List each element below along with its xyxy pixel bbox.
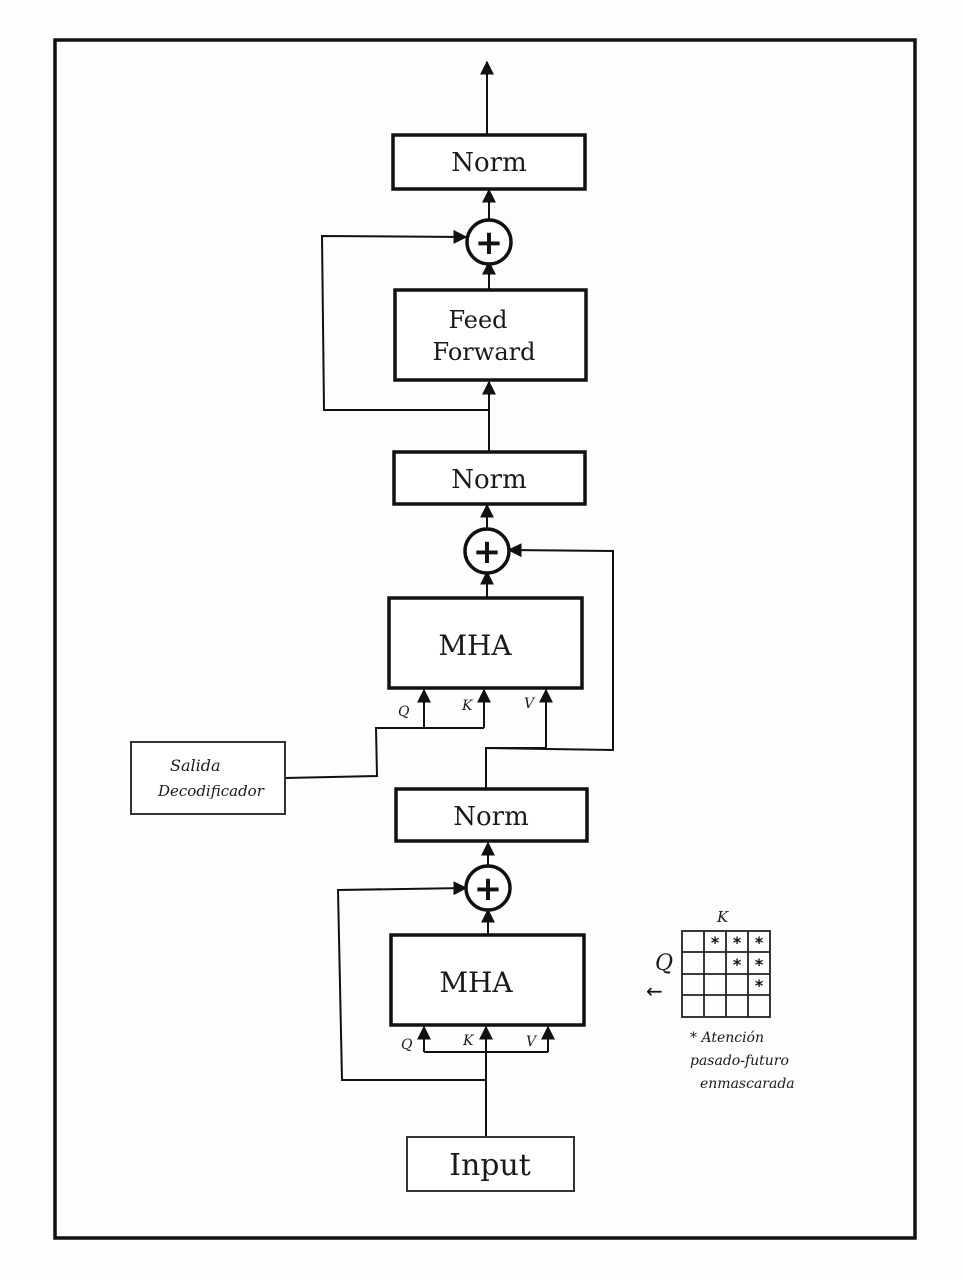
self-v-label: V xyxy=(526,1034,538,1050)
decoder-output-line xyxy=(284,727,484,779)
v-input-arrow xyxy=(486,688,553,749)
input-block: Input xyxy=(406,1136,575,1192)
mask-note-line1: * Atención xyxy=(690,1030,764,1046)
ff-residual-arrow xyxy=(320,229,489,411)
norm-top-block: Norm xyxy=(391,133,587,191)
mask-star: * xyxy=(755,933,764,952)
cross-mha-block: MHA xyxy=(387,596,584,690)
self-residual-arrow xyxy=(336,881,486,1081)
norm-top-label: Norm xyxy=(451,148,527,178)
cross-residual-arrow xyxy=(485,543,614,788)
norm-low-block: Norm xyxy=(394,787,589,843)
cross-v-label: V xyxy=(524,696,536,712)
mask-k-label: K xyxy=(716,908,729,926)
self-mha-block: MHA xyxy=(389,933,586,1027)
self-mha-label: MHA xyxy=(439,966,513,999)
mask-star: * xyxy=(733,955,742,974)
adder-self: + xyxy=(464,864,512,912)
adder-self-plus: + xyxy=(474,869,503,909)
cross-ports: Q K V xyxy=(398,696,536,720)
self-ports: Q K V xyxy=(401,1033,538,1053)
norm-mid-label: Norm xyxy=(451,465,527,495)
adder-cross: + xyxy=(463,527,511,575)
self-q-label: Q xyxy=(401,1037,413,1053)
self-k-label: K xyxy=(462,1033,475,1049)
cross-q-label: Q xyxy=(398,704,410,720)
feed-forward-block: Feed Forward xyxy=(393,288,588,382)
norm-low-label: Norm xyxy=(453,802,529,832)
mask-grid xyxy=(681,930,771,1018)
mask-arrow: ← xyxy=(646,979,663,1003)
feed-forward-label-line1: Feed xyxy=(448,306,507,334)
mask-q-label: Q xyxy=(655,951,673,976)
feed-forward-label-line2: Forward xyxy=(433,338,536,366)
adder-ff: + xyxy=(465,218,513,266)
connectors xyxy=(284,60,614,1136)
decoder-output-label-line1: Salida xyxy=(170,756,221,775)
decoder-output-label-line2: Decodificador xyxy=(157,782,265,800)
adder-cross-plus: + xyxy=(473,532,502,572)
outer-frame xyxy=(53,38,917,1240)
mask-legend: K Q ← * * * * * * * Atención pasado-futu… xyxy=(646,908,795,1092)
mask-star: * xyxy=(755,976,764,995)
decoder-output-block: Salida Decodificador xyxy=(130,741,286,815)
cross-k-label: K xyxy=(461,698,474,714)
mask-star: * xyxy=(711,933,720,952)
norm-mid-block: Norm xyxy=(392,450,587,506)
mask-note-line2: pasado-futuro xyxy=(690,1053,789,1069)
mask-star: * xyxy=(755,955,764,974)
cross-mha-label: MHA xyxy=(438,629,512,662)
mask-star: * xyxy=(733,933,742,952)
mask-stars: * * * * * * xyxy=(711,933,764,995)
mask-note-line3: enmascarada xyxy=(700,1076,795,1092)
adder-ff-plus: + xyxy=(475,223,504,263)
input-label: Input xyxy=(449,1148,531,1183)
